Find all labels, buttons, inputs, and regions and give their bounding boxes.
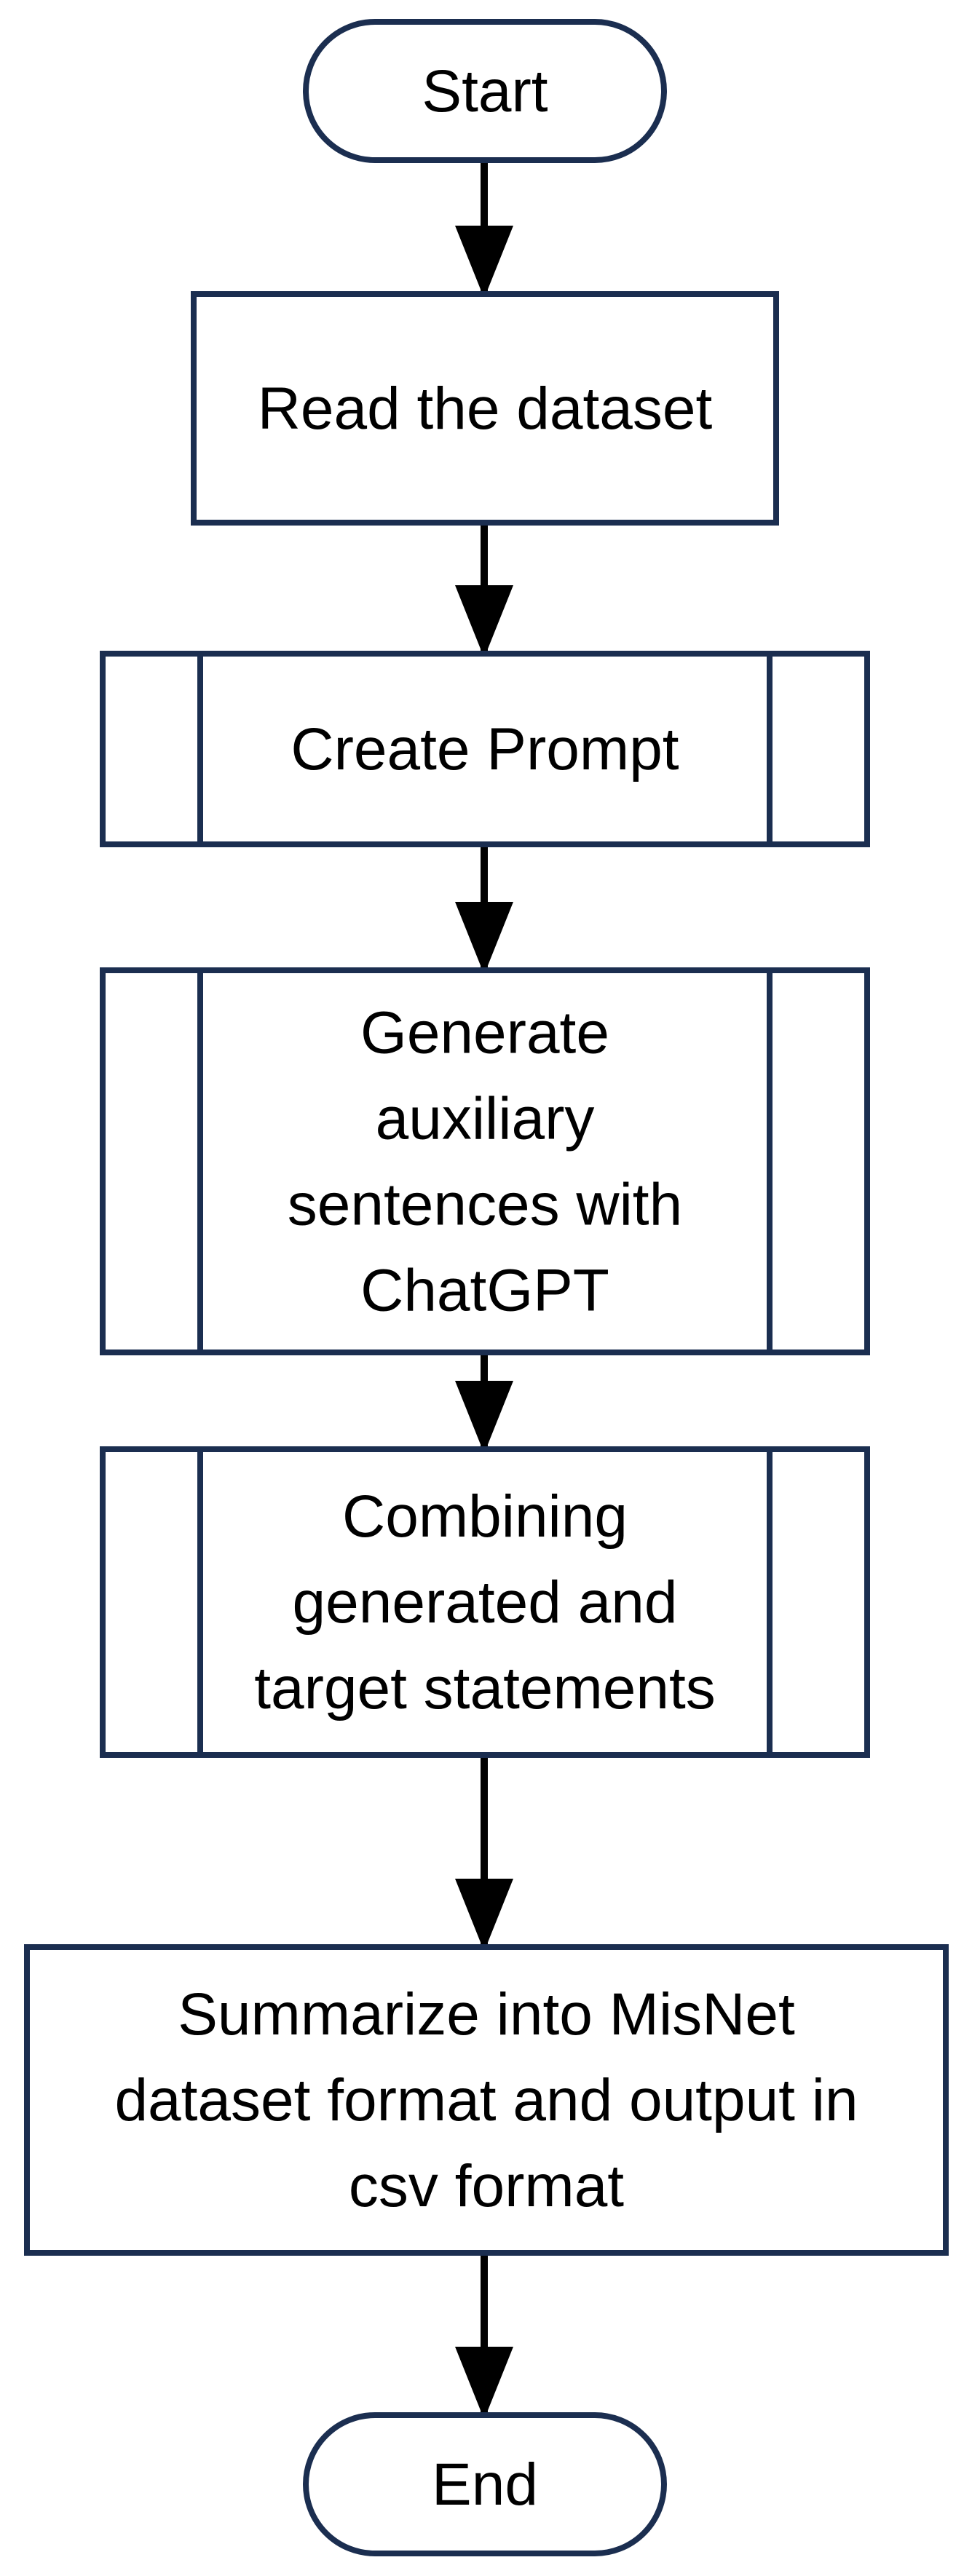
node-label-line: ChatGPT (360, 1258, 609, 1324)
node-label: Combining generated and target statements (254, 1483, 716, 1721)
node-create-prompt: Create Prompt (100, 651, 870, 847)
node-end: End (303, 2412, 667, 2556)
process-shape (191, 291, 779, 526)
node-label: Start (422, 58, 548, 124)
node-combining: Combining generated and target statements (100, 1446, 870, 1758)
node-label-line: dataset format and output in (114, 2067, 858, 2133)
node-label-line: csv format (349, 2153, 624, 2219)
node-label: Summarize into MisNet dataset format and … (114, 1981, 858, 2219)
node-label-line: Combining (342, 1483, 628, 1550)
node-label-line: Generate (360, 1000, 609, 1066)
node-label-line: auxiliary (376, 1086, 595, 1152)
terminator-shape (303, 19, 667, 163)
node-label: End (432, 2452, 538, 2518)
terminator-shape (303, 2412, 667, 2556)
node-label-line: generated and (293, 1569, 678, 1636)
predefined-process-shape (100, 1446, 870, 1758)
predefined-process-shape (100, 651, 870, 847)
node-label-line: Summarize into MisNet (178, 1981, 795, 2048)
node-label: Create Prompt (291, 716, 679, 782)
process-shape (24, 1944, 949, 2256)
node-label: Read the dataset (258, 376, 713, 442)
node-summarize: Summarize into MisNet dataset format and … (24, 1944, 949, 2256)
node-label-line: target statements (254, 1655, 716, 1721)
node-start: Start (303, 19, 667, 163)
node-label-line: Start (422, 58, 548, 124)
node-read-dataset: Read the dataset (191, 291, 779, 526)
node-label-line: Read the dataset (258, 376, 713, 442)
node-label-line: Create Prompt (291, 716, 679, 782)
node-label-line: sentences with (288, 1172, 682, 1238)
node-label-line: End (432, 2452, 538, 2518)
predefined-process-shape (100, 967, 870, 1355)
